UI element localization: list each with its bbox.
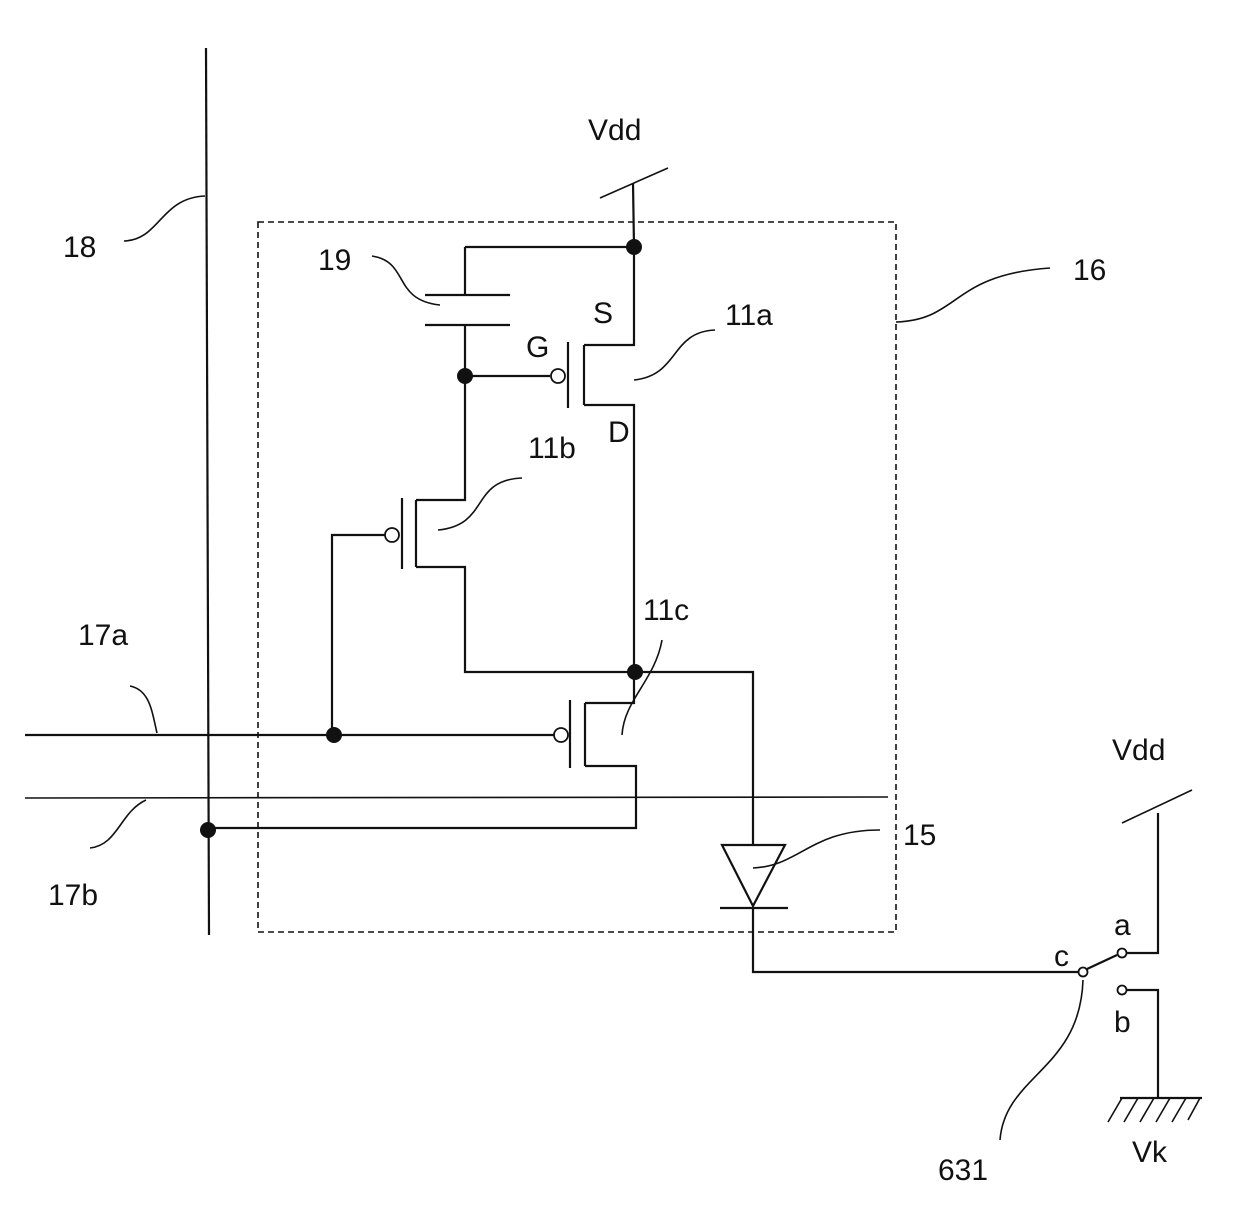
pixel-boundary-box [258,222,896,932]
leader-16 [896,268,1050,322]
label-source: S [593,297,613,330]
label-drain: D [608,416,630,449]
terminal-a-to-vdd-wire [1127,813,1158,953]
junction-drain-node [627,664,643,680]
switch-terminal-c [1079,968,1088,977]
ground-hatch [1108,1098,1200,1122]
leader-19 [372,256,440,305]
transistor-11a-gate-bubble [551,369,565,383]
switch-631-arm [1087,955,1117,969]
junction-vdd-node [626,239,642,255]
leader-631 [1000,980,1083,1140]
leader-11a [634,330,715,380]
cap-node-to-11b-wire [416,376,465,500]
label-switch-b: b [1114,1006,1131,1039]
leader-11c [622,640,662,735]
label-switch-a: a [1114,909,1131,942]
label-17a: 17a [78,619,128,652]
label-gate: G [526,331,549,364]
junction-18-node [200,822,216,838]
label-11b: 11b [528,432,576,465]
leader-17a [130,686,157,733]
switch-terminal-a [1118,949,1127,958]
leader-15 [753,830,880,868]
label-switch-c: c [1054,940,1069,973]
label-vdd-right: Vdd [1112,734,1165,767]
label-vdd-top: Vdd [588,114,641,147]
label-18: 18 [63,231,96,264]
transistor-11b-gate-bubble [385,528,399,542]
switch-terminal-b [1118,986,1127,995]
junction-gate-node [457,368,473,384]
label-17b: 17b [48,879,98,912]
vdd-top-wire [633,183,634,247]
label-16: 16 [1073,254,1106,287]
drain-to-el-wire [634,672,753,845]
el-to-switch-wire [753,908,1078,972]
leader-18 [124,196,205,241]
label-vk: Vk [1132,1136,1168,1169]
label-19: 19 [318,244,351,277]
terminal-b-to-ground-wire [1127,990,1158,1098]
source-signal-line-18 [206,48,209,935]
junction-17a-node [326,727,342,743]
label-11a: 11a [725,299,773,332]
gate-line-17b [25,797,888,798]
transistor-11a-source [584,247,634,345]
label-631: 631 [938,1154,988,1187]
transistor-11b-gate-wire [332,535,385,735]
drain-node-to-11c [585,672,634,703]
label-15: 15 [903,819,936,852]
transistor-11c-gate-bubble [554,728,568,742]
transistor-11b-lower-wire [416,567,634,672]
label-11c: 11c [643,594,689,627]
el-element-15-triangle [722,845,785,906]
leader-11b [438,478,522,530]
leader-17b [90,800,146,848]
